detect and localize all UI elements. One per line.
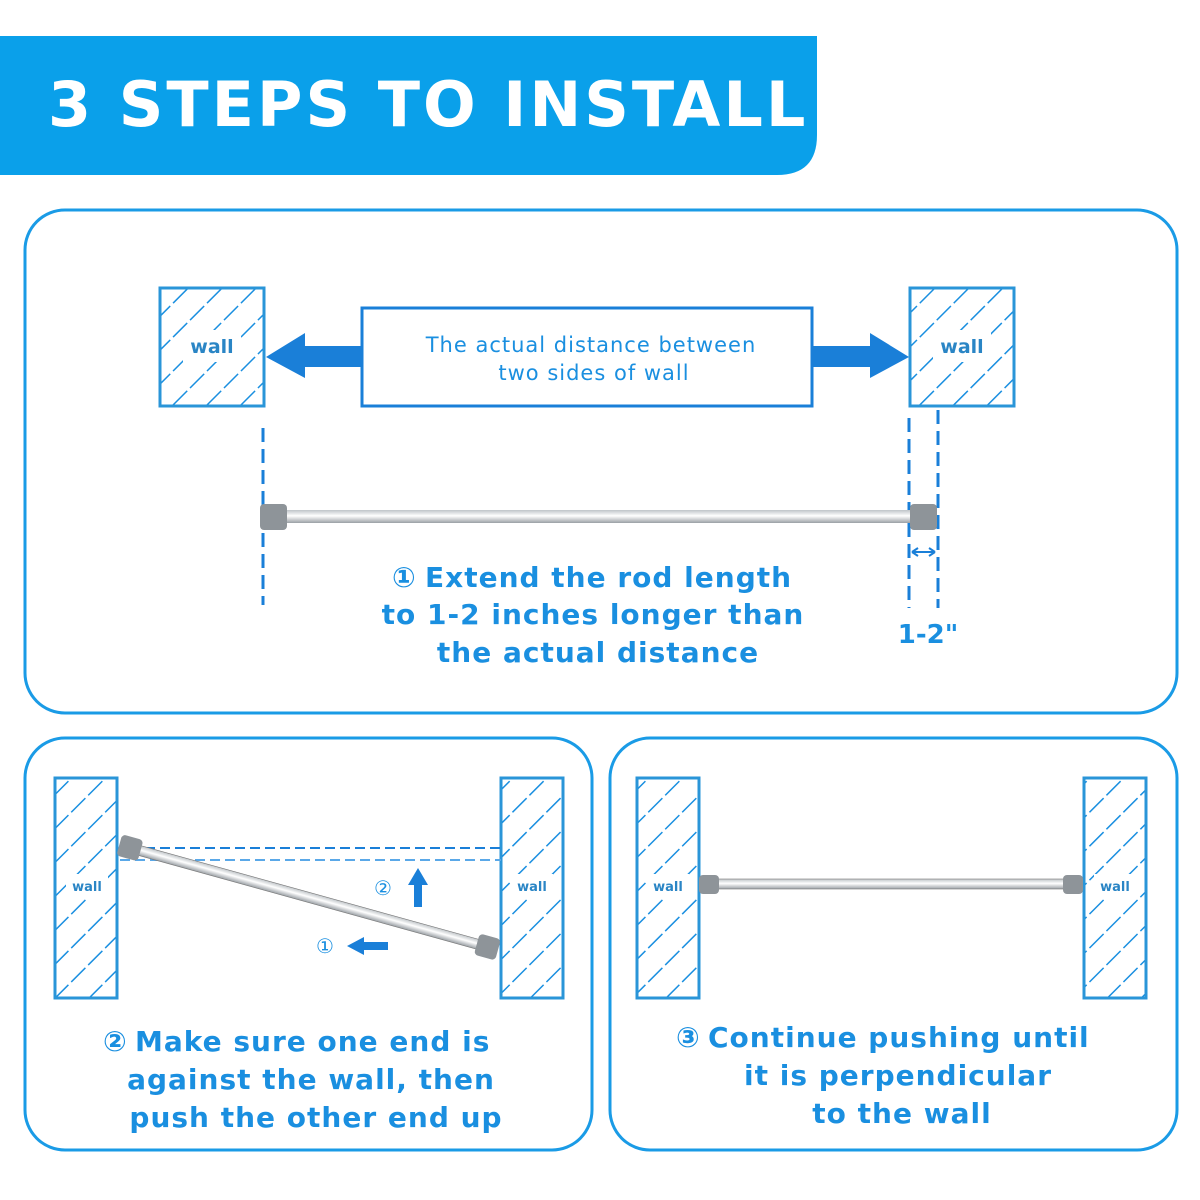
step-text: Extend the rod length	[425, 561, 792, 594]
arrow-left-icon	[347, 937, 388, 955]
marker-2: ②	[374, 876, 392, 900]
step-number: ②	[103, 1025, 128, 1058]
step-text: to 1-2 inches longer than	[382, 598, 805, 631]
step3-panel: wall wall ③ Continue pushing until it is…	[608, 736, 1179, 1152]
step-text: it is perpendicular	[744, 1059, 1052, 1092]
arrow-up-icon	[408, 868, 428, 907]
wall-right: wall	[499, 776, 565, 1000]
wall-left: wall	[158, 286, 266, 408]
wall-left: wall	[53, 776, 119, 1000]
tension-rod	[117, 835, 501, 960]
marker-1: ①	[316, 934, 334, 958]
step2-panel: wall wall ② ① ② Make sure one end is aga…	[23, 736, 594, 1152]
distance-label: The actual distance between	[425, 333, 757, 357]
step-text: Make sure one end is	[135, 1025, 490, 1058]
step-text: push the other end up	[129, 1101, 502, 1134]
step1-panel: wall wall The actual distance between tw…	[23, 208, 1179, 715]
arrow-left-icon	[266, 333, 362, 378]
banner-title: 3 STEPS TO INSTALL	[48, 68, 808, 141]
step-number: ①	[392, 561, 417, 594]
distance-label-box	[360, 306, 814, 408]
wall-right: wall	[1082, 776, 1148, 1000]
step-text: Continue pushing until	[708, 1021, 1090, 1054]
step-number: ③	[676, 1021, 701, 1054]
svg-text:wall: wall	[190, 336, 233, 358]
title-banner: 3 STEPS TO INSTALL	[0, 36, 817, 175]
tension-rod	[260, 504, 937, 530]
svg-text:wall: wall	[517, 880, 547, 895]
svg-text:wall: wall	[72, 880, 102, 895]
measure-label: 1-2"	[898, 620, 959, 650]
wall-left: wall	[635, 776, 701, 1000]
arrow-right-icon	[812, 333, 909, 378]
svg-text:wall: wall	[1100, 880, 1130, 895]
wall-right: wall	[908, 286, 1016, 408]
tension-rod	[699, 875, 1083, 894]
step-text: to the wall	[812, 1097, 991, 1130]
step-text: against the wall, then	[127, 1063, 495, 1096]
step-text: the actual distance	[437, 636, 759, 669]
svg-text:wall: wall	[653, 880, 683, 895]
measure-arrow-icon	[911, 547, 936, 557]
distance-label: two sides of wall	[498, 361, 689, 385]
svg-text:wall: wall	[940, 336, 983, 358]
